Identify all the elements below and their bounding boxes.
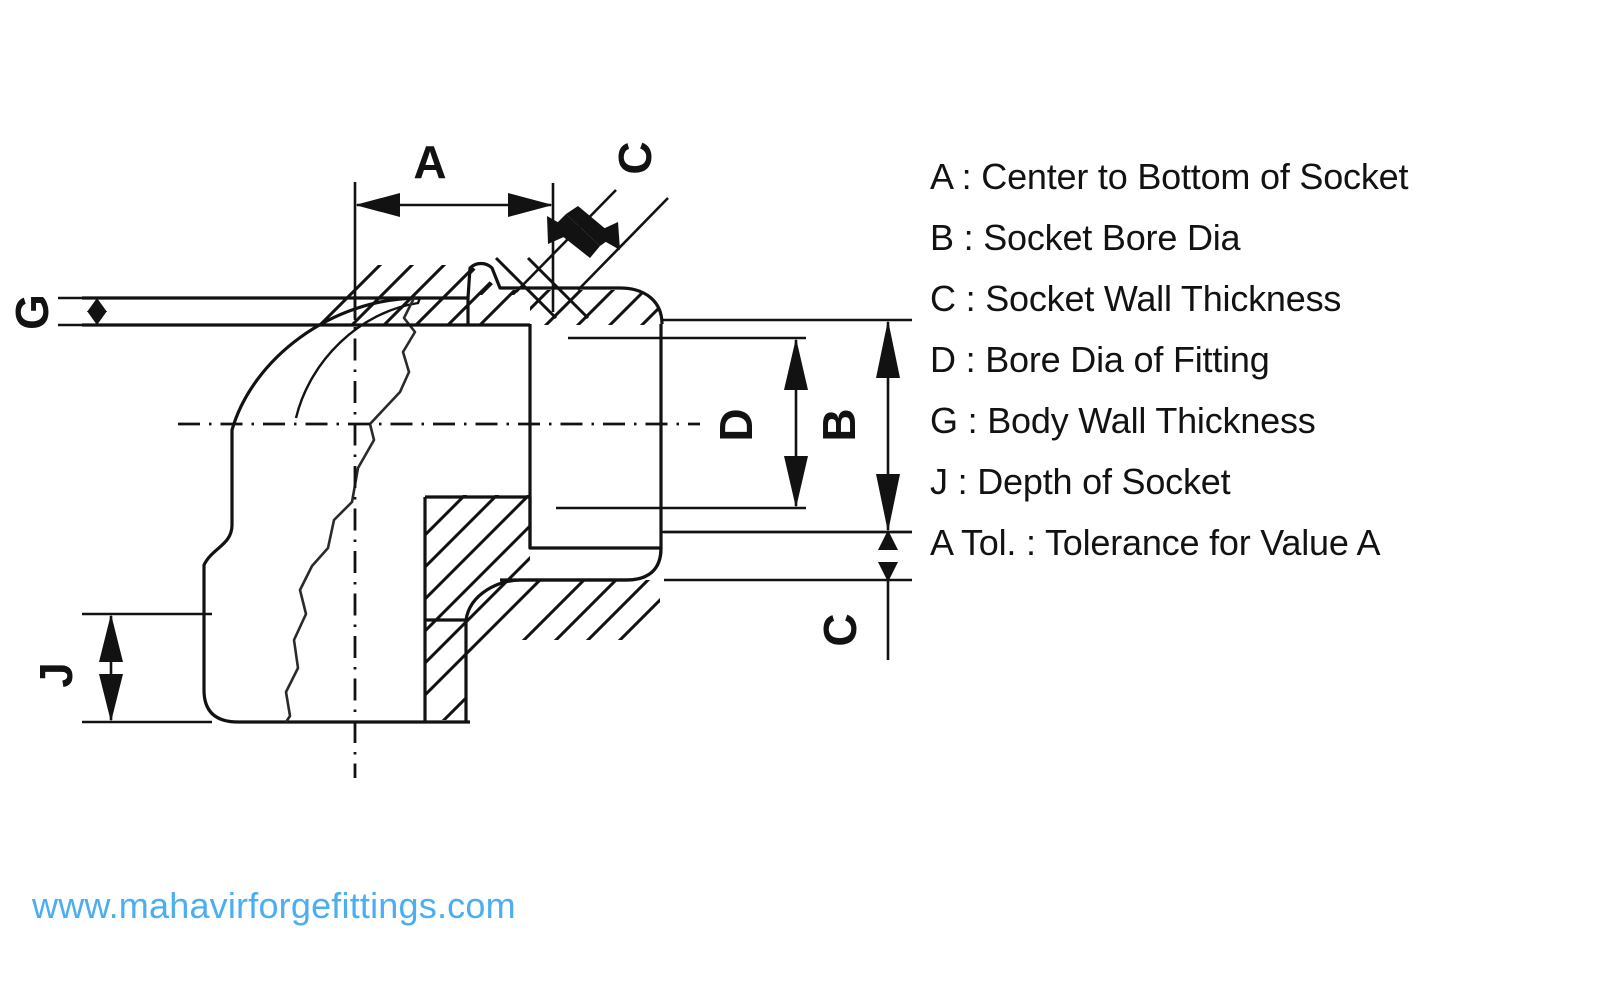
dimension-label-G: G [6, 294, 58, 330]
dimension-label-D: D [710, 408, 762, 441]
legend-item-a-tol: A Tol. : Tolerance for Value A [930, 512, 1590, 573]
dimension-J: J [30, 612, 212, 724]
dimension-label-C-top: C [609, 141, 661, 174]
legend-key-g: G [930, 400, 958, 441]
legend-desc-d: Bore Dia of Fitting [985, 339, 1270, 380]
dimension-G: G [6, 294, 107, 330]
legend-item-b: B : Socket Bore Dia [930, 207, 1590, 268]
legend-desc-a: Center to Bottom of Socket [981, 156, 1409, 197]
legend-item-a: A : Center to Bottom of Socket [930, 146, 1590, 207]
elbow-outer-profile [202, 296, 470, 724]
legend-key-a: A [930, 156, 952, 197]
legend-separator: : [965, 339, 976, 380]
dimension-label-B: B [813, 408, 865, 441]
dimension-C-diagonal: C [515, 141, 669, 293]
legend-item-d: D : Bore Dia of Fitting [930, 329, 1590, 390]
legend-separator: : [1026, 522, 1036, 563]
legend-separator: : [961, 156, 972, 197]
dimension-label-C-right: C [814, 613, 866, 646]
legend-desc-a-tol: Tolerance for Value A [1044, 522, 1381, 563]
legend-key-c: C [930, 278, 956, 319]
website-url-link[interactable]: www.mahavirforgefittings.com [32, 885, 516, 926]
legend-item-j: J : Depth of Socket [930, 451, 1590, 512]
legend-separator: : [967, 400, 978, 441]
dimension-legend: A : Center to Bottom of Socket B : Socke… [930, 146, 1590, 573]
elbow-cross-section-drawing: A C G J [6, 136, 912, 778]
legend-desc-g: Body Wall Thickness [987, 400, 1316, 441]
section-break-line [284, 295, 417, 723]
legend-item-c: C : Socket Wall Thickness [930, 268, 1590, 329]
bore-contour-left [294, 297, 422, 419]
legend-separator: : [965, 278, 976, 319]
legend-item-g: G : Body Wall Thickness [930, 390, 1590, 451]
dimension-B: B [661, 318, 912, 534]
legend-separator: : [957, 461, 968, 502]
legend-key-j: J [930, 461, 948, 502]
legend-separator: : [963, 217, 974, 258]
legend-desc-b: Socket Bore Dia [983, 217, 1241, 258]
dimension-label-J: J [30, 662, 82, 688]
dimension-label-A: A [413, 136, 446, 188]
legend-key-b: B [930, 217, 954, 258]
dimension-D: D [700, 336, 808, 510]
socket-lower-section [423, 495, 663, 722]
dimension-C-right: C [664, 530, 912, 660]
legend-desc-j: Depth of Socket [977, 461, 1231, 502]
legend-key-d: D [930, 339, 956, 380]
legend-desc-c: Socket Wall Thickness [985, 278, 1342, 319]
centerlines [178, 296, 700, 778]
body-upper-wall [82, 296, 420, 327]
dimension-A: A [353, 136, 555, 320]
legend-key-a-tol: A Tol. [930, 522, 1017, 563]
